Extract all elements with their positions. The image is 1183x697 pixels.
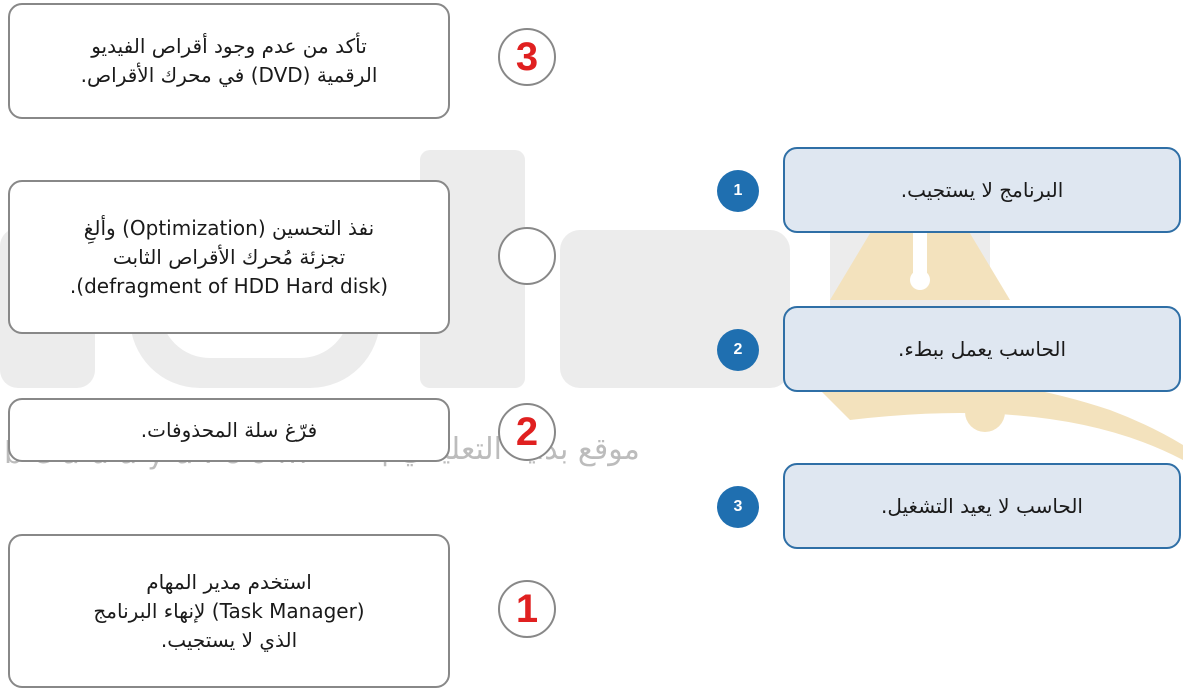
solution-text: استخدم مدير المهام (Task Manager) لإنهاء… [93,569,365,652]
answer-value: 2 [515,409,539,454]
solution-text: نفذ التحسين (Optimization) وألغِ تجزئة م… [69,215,389,298]
problem-box-3: الحاسب لا يعيد التشغيل. [783,463,1181,549]
problem-box-1: البرنامج لا يستجيب. [783,147,1181,233]
solution-text: تأكد من عدم وجود أقراص الفيديو الرقمية (… [80,34,378,87]
problem-number-badge-3: 3 [717,486,759,528]
solution-box-4: استخدم مدير المهام (Task Manager) لإنهاء… [8,534,450,688]
answer-value: 1 [515,586,539,631]
solution-text: فرّغ سلة المحذوفات. [140,417,318,442]
answer-circle-4[interactable]: 1 [498,580,556,638]
problem-number-badge-2: 2 [717,329,759,371]
problem-box-2: الحاسب يعمل ببطء. [783,306,1181,392]
answer-value: 3 [515,34,539,79]
problem-text: الحاسب يعمل ببطء. [897,337,1067,361]
problem-number-badge-1: 1 [717,170,759,212]
solution-box-3: فرّغ سلة المحذوفات. [8,398,450,462]
problem-text: البرنامج لا يستجيب. [900,178,1064,202]
solution-box-1: تأكد من عدم وجود أقراص الفيديو الرقمية (… [8,3,450,119]
answer-circle-3[interactable]: 2 [498,403,556,461]
answer-circle-2[interactable] [498,227,556,285]
solution-box-2: نفذ التحسين (Optimization) وألغِ تجزئة م… [8,180,450,334]
problem-text: الحاسب لا يعيد التشغيل. [881,494,1083,518]
answer-circle-1[interactable]: 3 [498,28,556,86]
